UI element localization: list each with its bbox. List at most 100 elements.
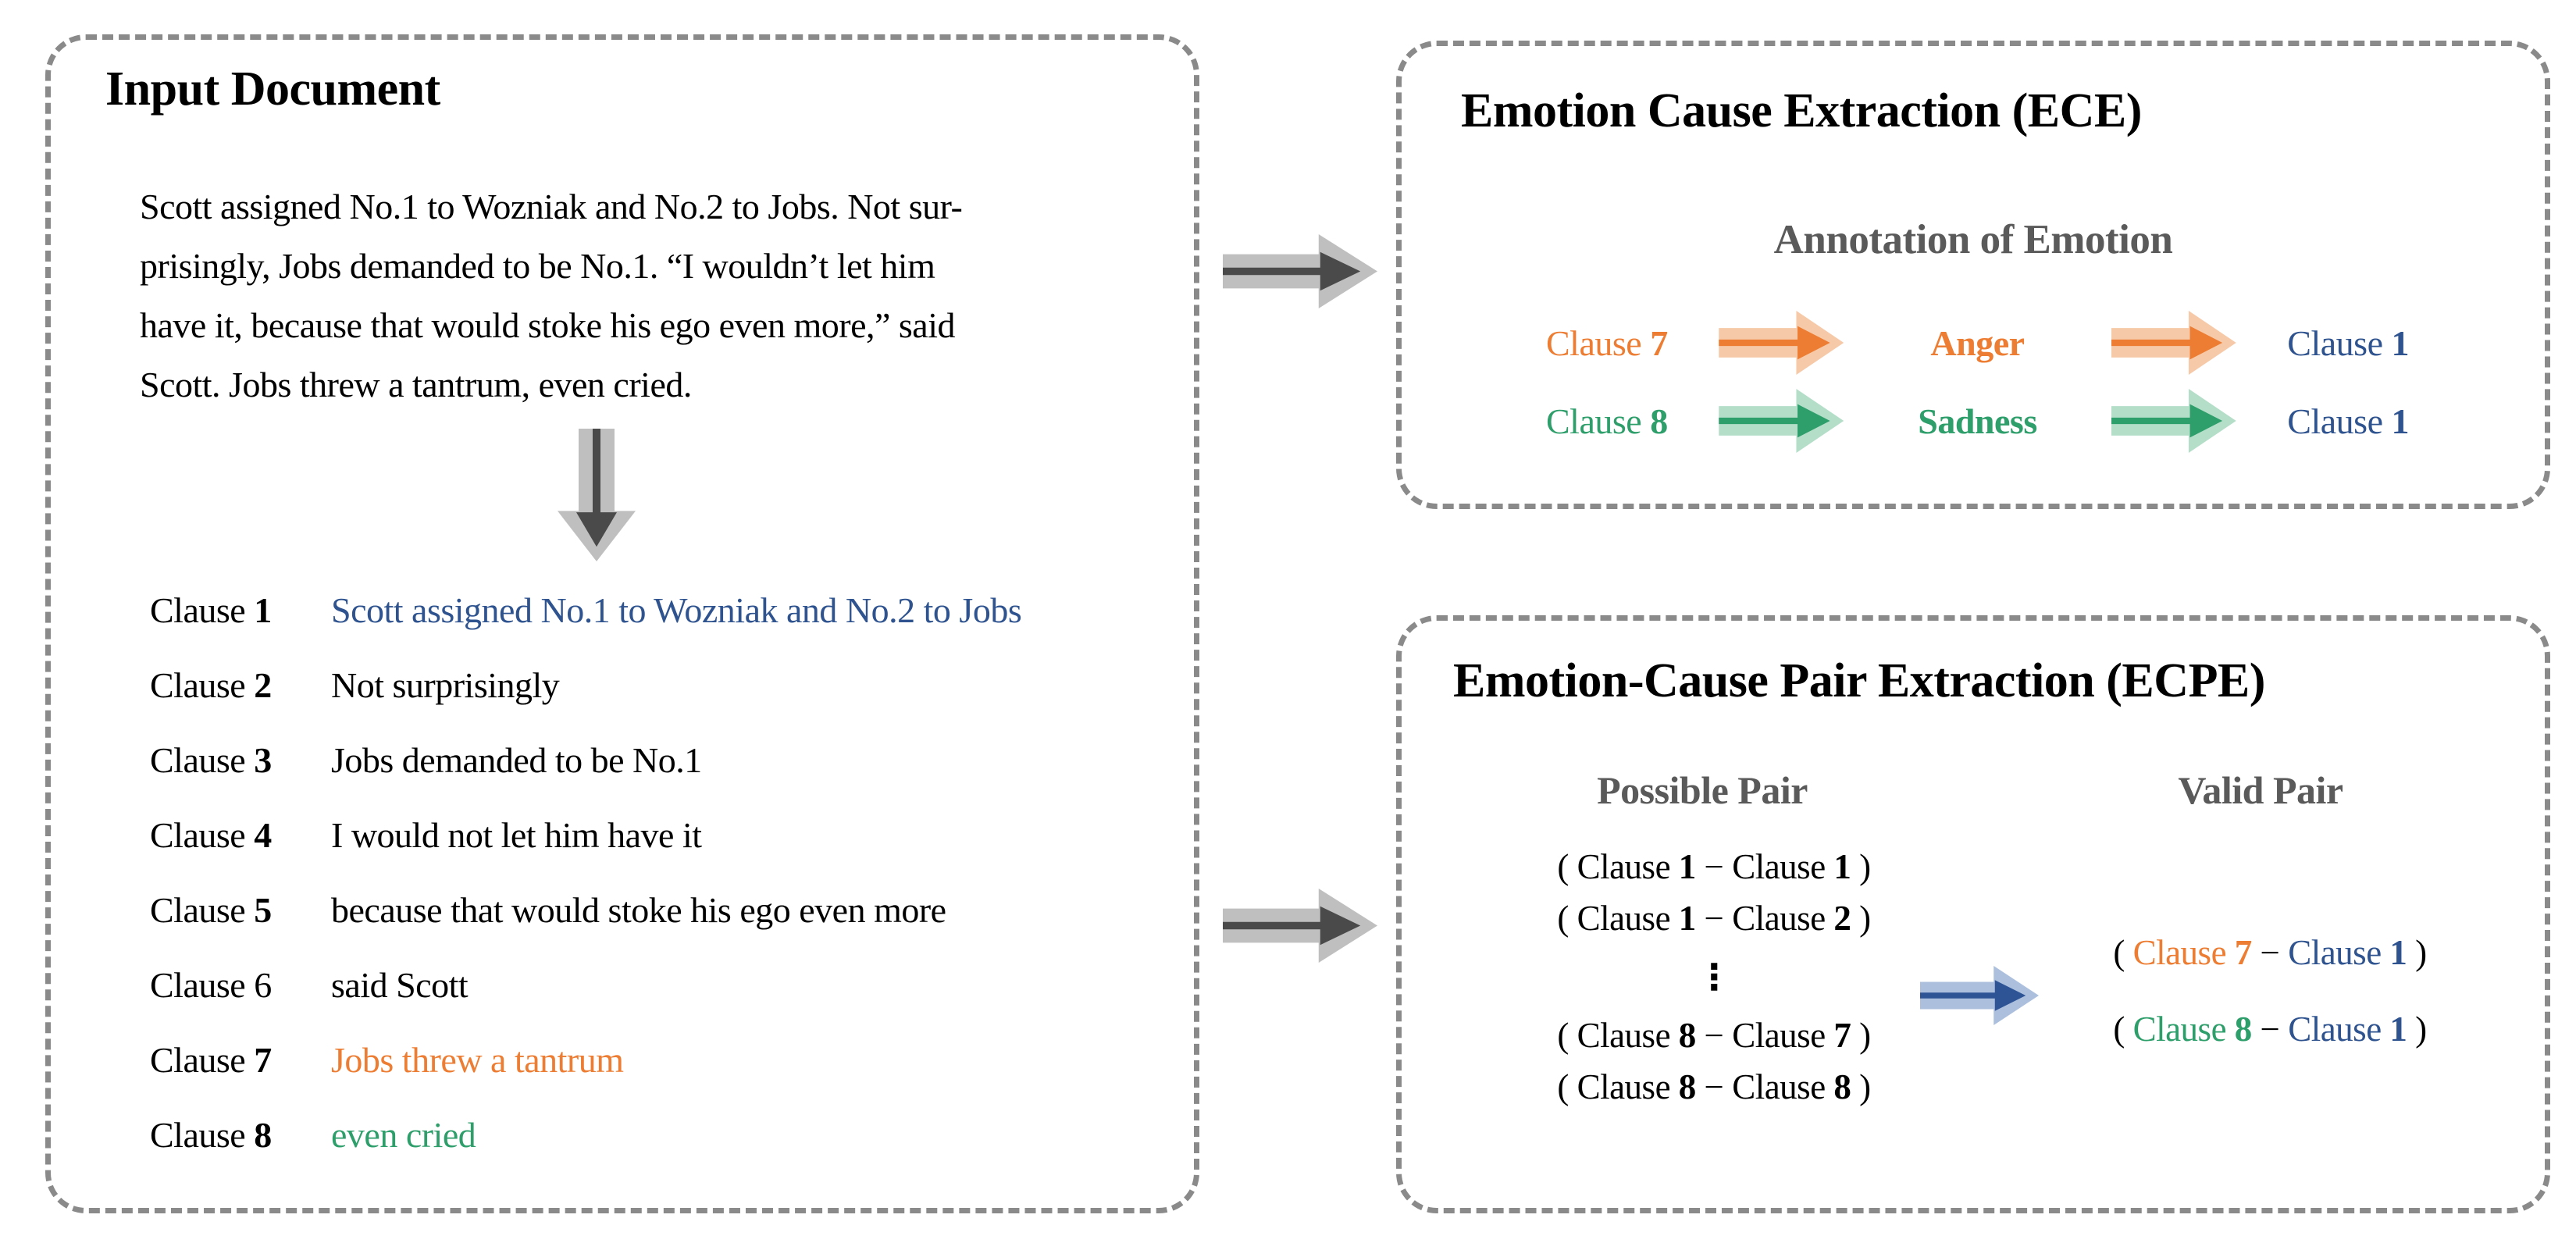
clause-number: 1 (1678, 847, 1697, 886)
clause-number: 8 (2234, 1010, 2253, 1049)
clause-text: Jobs demanded to be No.1 (331, 739, 702, 780)
possible-pair-list: ( Clause 1 − Clause 1 ) ( Clause 1 − Cla… (1538, 841, 1890, 1113)
ecpe-panel: Emotion-Cause Pair Extraction (ECPE) Pos… (1396, 615, 2550, 1213)
paren: ( (1557, 899, 1577, 938)
right-arrow-icon (2111, 389, 2236, 453)
paragraph-line: have it, because that would stoke his eg… (140, 305, 956, 345)
clause-label: Clause 7 (150, 1039, 331, 1081)
clause-word: Clause (150, 664, 246, 705)
clause-list: Clause 1 Scott assigned No.1 to Wozniak … (150, 572, 1196, 1172)
clause-word: Clause (1546, 401, 1642, 441)
down-arrow-icon (558, 429, 636, 561)
clause-text: because that would stoke his ego even mo… (331, 889, 946, 930)
clause-row: Clause 6 said Scott (150, 947, 1196, 1022)
ece-row-anger: Clause 7 Anger Clause 1 (1546, 304, 2409, 382)
clause-text: I would not let him have it (331, 814, 702, 855)
clause-word: Clause (2132, 1010, 2227, 1049)
paren: ) (1851, 1067, 1871, 1106)
clause-word: Clause (150, 889, 246, 930)
valid-pair: ( Clause 7 − Clause 1 ) (2067, 927, 2473, 978)
ece-row-sadness: Clause 8 Sadness Clause 1 (1546, 382, 2409, 460)
clause-number: 1 (254, 590, 272, 630)
clause-label: Clause 4 (150, 814, 331, 856)
paren: ( (2113, 1010, 2133, 1049)
clause-text: said Scott (331, 964, 469, 1005)
clause-label: Clause 5 (150, 889, 331, 931)
cause-clause-ref: Clause 1 (2264, 401, 2409, 442)
possible-pair: ( Clause 8 − Clause 8 ) (1538, 1061, 1890, 1113)
clause-word: Clause (1577, 1067, 1671, 1106)
clause-word: Clause (150, 814, 246, 855)
paren: ) (2407, 1010, 2427, 1049)
clause-number: 8 (1678, 1067, 1697, 1106)
paren: ( (1557, 1016, 1577, 1055)
emotion-clause-ref: Clause 7 (1546, 322, 1691, 364)
clause-word: Clause (1577, 1016, 1671, 1055)
right-arrow-icon (1719, 389, 1844, 453)
clause-word: Clause (150, 1114, 246, 1155)
clause-number: 6 (254, 964, 272, 1005)
paren: ( (2113, 933, 2133, 972)
clause-word: Clause (150, 1039, 246, 1080)
paren: ( (1557, 1067, 1577, 1106)
clause-number: 7 (1833, 1016, 1851, 1055)
right-arrow-icon (1920, 966, 2039, 1025)
paren: ( (1557, 847, 1577, 886)
clause-number: 1 (2391, 401, 2410, 441)
clause-word: Clause (1732, 899, 1826, 938)
paren: ) (1851, 847, 1871, 886)
clause-word: Clause (1732, 1067, 1826, 1106)
possible-pair: ( Clause 8 − Clause 7 ) (1538, 1010, 1890, 1061)
paragraph-line: Scott. Jobs threw a tantrum, even cried. (140, 365, 692, 404)
emotion-clause-ref: Clause 8 (1546, 401, 1691, 442)
clause-word: Clause (1577, 899, 1671, 938)
clause-row: Clause 1 Scott assigned No.1 to Wozniak … (150, 572, 1196, 647)
clause-number: 8 (254, 1114, 272, 1155)
ece-title: Emotion Cause Extraction (ECE) (1461, 84, 2142, 137)
ece-rows: Clause 7 Anger Clause 1 Clause 8 Sadness… (1546, 304, 2409, 460)
pair-dash: − (1704, 899, 1724, 938)
clause-word: Clause (2132, 933, 2227, 972)
clause-number: 7 (2234, 933, 2253, 972)
clause-row: Clause 2 Not surprisingly (150, 647, 1196, 722)
right-arrow-icon (1223, 234, 1377, 308)
clause-row: Clause 3 Jobs demanded to be No.1 (150, 722, 1196, 797)
clause-number: 7 (1650, 322, 1668, 363)
clause-label: Clause 6 (150, 964, 331, 1006)
clause-word: Clause (150, 590, 246, 630)
cause-clause-ref: Clause 1 (2264, 322, 2409, 364)
clause-number: 8 (1678, 1016, 1697, 1055)
clause-number: 8 (1650, 401, 1668, 441)
clause-label: Clause 2 (150, 664, 331, 706)
clause-row: Clause 4 I would not let him have it (150, 797, 1196, 872)
possible-pair-header: Possible Pair (1597, 768, 1808, 812)
clause-row: Clause 5 because that would stoke his eg… (150, 872, 1196, 947)
clause-word: Clause (1577, 847, 1671, 886)
clause-number: 2 (254, 664, 272, 705)
ece-panel: Emotion Cause Extraction (ECE) Annotatio… (1396, 41, 2550, 509)
clause-word: Clause (1732, 847, 1826, 886)
emotion-label: Anger (1930, 322, 2025, 363)
ece-subtitle: Annotation of Emotion (1773, 217, 2173, 262)
paren: ) (1851, 1016, 1871, 1055)
clause-number: 8 (1833, 1067, 1851, 1106)
clause-row: Clause 8 even cried (150, 1097, 1196, 1172)
clause-label: Clause 1 (150, 590, 331, 631)
paren: ) (2407, 933, 2427, 972)
pair-dash: − (1704, 847, 1724, 886)
pair-dash: − (2260, 1010, 2280, 1049)
input-document-title: Input Document (105, 62, 440, 116)
right-arrow-icon (1719, 311, 1844, 375)
possible-pair: ( Clause 1 − Clause 1 ) (1538, 841, 1890, 892)
clause-number: 7 (254, 1039, 272, 1080)
clause-word: Clause (2288, 1010, 2382, 1049)
clause-word: Clause (2287, 401, 2383, 441)
clause-label: Clause 3 (150, 739, 331, 781)
clause-text: Not surprisingly (331, 664, 560, 705)
clause-text: Jobs threw a tantrum (331, 1039, 624, 1080)
clause-word: Clause (150, 739, 246, 780)
paren: ) (1851, 899, 1871, 938)
pair-dash: − (1704, 1067, 1724, 1106)
possible-pair: ( Clause 1 − Clause 2 ) (1538, 892, 1890, 944)
pair-dash: − (1704, 1016, 1724, 1055)
